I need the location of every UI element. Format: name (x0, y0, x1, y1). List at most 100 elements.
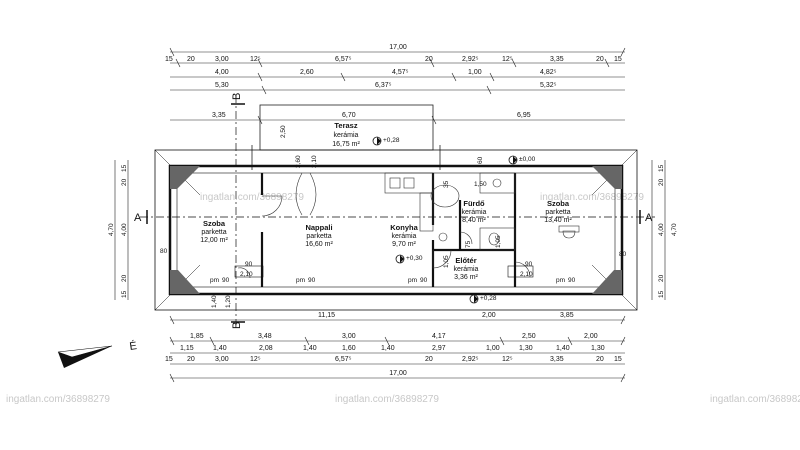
dim-label: 11,15 (318, 312, 335, 319)
dim-label: 15 (121, 290, 128, 298)
door-sills (234, 265, 534, 278)
dim-label: 1,40 (213, 345, 227, 352)
room-floor: kerámia (462, 209, 487, 216)
bottom-row1: 1,40 1,20 11,15 2,00 3,85 (211, 295, 574, 319)
dim-label: 12⁵ (250, 356, 261, 363)
dim-label: 2,08 (259, 345, 273, 352)
dim-label: 1,30 (519, 345, 533, 352)
dim-label: 2,50 (280, 125, 287, 138)
room-name: Konyha (390, 223, 418, 232)
bottom-ticks (169, 315, 626, 383)
dim-label: 15 (614, 56, 622, 63)
north-arrow (57, 345, 113, 368)
tag-text: pm (210, 277, 219, 284)
room-floor: parketta (306, 233, 331, 240)
dim-label: 15 (165, 356, 173, 363)
terrace-row: 3,35 6,70 6,95 (212, 112, 531, 119)
kitchen-counter (384, 172, 448, 242)
watermark: ingatlan.com/36898279 (710, 394, 800, 405)
dim-label: 1,40 (303, 345, 317, 352)
room-floor: kerámia (334, 132, 359, 139)
room-area: 16,60 m² (305, 241, 333, 248)
dim-label: 2,00 (482, 312, 496, 319)
dim-label: 4,00 (121, 223, 128, 236)
tag-text: 90 (420, 277, 428, 284)
room-area: 9,70 m² (392, 241, 416, 248)
dim-label: 3,48 (258, 333, 272, 340)
dim-label: 1,05 (495, 235, 502, 248)
tag-text: 90 (222, 277, 230, 284)
dim-label: 6,70 (342, 112, 356, 119)
dim-label: 20 (425, 356, 433, 363)
dim-label: 20 (121, 178, 128, 186)
dim-label: 5,30 (215, 82, 229, 89)
room-floor: kerámia (454, 266, 479, 273)
dim-label: 2,10 (311, 155, 318, 168)
dim-label: 1,05 (443, 255, 450, 268)
dim-label: 6,37⁵ (375, 82, 392, 89)
dim-label: 3,35 (550, 56, 564, 63)
tag-text: pm (556, 277, 565, 284)
right-side-dims: 15 20 4,00 4,70 20 15 (658, 164, 678, 298)
level-text: ±0,00 (519, 156, 536, 163)
tag-text: 90 (568, 277, 576, 284)
door-swings (237, 172, 531, 279)
section-label-b: B (231, 93, 243, 100)
dim-label: 1,50 (474, 181, 487, 188)
room-area: 3,36 m² (454, 274, 478, 281)
dim-label: 20 (596, 56, 604, 63)
room-name: Fürdő (463, 199, 485, 208)
dim-label: 12⁵ (502, 356, 513, 363)
room-name: Szoba (203, 219, 226, 228)
dim-label: 1,40 (556, 345, 570, 352)
dim-label: 1,30 (591, 345, 605, 352)
dim-label: 20 (187, 56, 195, 63)
room-floor: parketta (545, 209, 570, 216)
dim-label: 80 (619, 251, 627, 258)
dim-label: 1,85 (190, 333, 204, 340)
dim-label: 6,57⁵ (335, 356, 352, 363)
room-szoba-right: Szoba parketta 13,40 m² (544, 199, 572, 224)
dim-label: 2,50 (522, 333, 536, 340)
left-side-dims: 15 20 4,00 4,70 20 15 (108, 164, 128, 298)
dim-label: 1,20 (225, 295, 232, 308)
dim-label: 4,57⁵ (392, 69, 409, 76)
dim-label: 15 (165, 56, 173, 63)
top-dimensions (170, 51, 625, 121)
dim-label: 2,92⁵ (462, 56, 479, 63)
dim-label: 15 (614, 356, 622, 363)
dim-label: 1,15 (180, 345, 194, 352)
dim-label: 80 (160, 248, 168, 255)
dim-label: 6,95 (517, 112, 531, 119)
north-label: É (129, 339, 138, 353)
dim-label: 4,82⁵ (540, 69, 557, 76)
dim-label: 3,00 (215, 356, 229, 363)
room-szoba-left: Szoba parketta 12,00 m² (200, 219, 228, 244)
level-marker: +0,30 (395, 254, 423, 264)
dim-label: 2,60 (300, 69, 314, 76)
dim-label: 5,32⁵ (540, 82, 557, 89)
tag-text: pm (408, 277, 417, 284)
watermark: ingatlan.com/36898279 (200, 192, 304, 203)
inner-dims: 2,60 2,10 60 35 1,50 80 90 1,05 90 1,05 … (160, 155, 627, 278)
dim-label: 2,10 (520, 271, 533, 278)
dim-bottom-total: 17,00 (389, 370, 407, 377)
dim-label: 4,70 (108, 223, 115, 236)
bottom-dimensions (170, 319, 625, 379)
bottom-row2: 1,85 3,48 3,00 4,17 2,50 2,00 (190, 333, 598, 340)
room-floor: kerámia (392, 233, 417, 240)
dim-label: 4,00 (215, 69, 229, 76)
dim-top-total: 17,00 (389, 44, 407, 51)
room-eloter: Előtér kerámia 3,36 m² (454, 256, 479, 281)
dim-label: 3,00 (342, 333, 356, 340)
dim-label: 1,40 (381, 345, 395, 352)
level-marker: +0,28 (372, 136, 400, 146)
top-row3: 5,30 6,37⁵ 5,32⁵ (215, 82, 557, 89)
tag-text: 90 (308, 277, 316, 284)
dim-label: 15 (658, 164, 665, 172)
room-nappali: Nappali parketta 16,60 m² (305, 223, 333, 248)
room-floor: parketta (201, 229, 226, 236)
dim-label: 20 (596, 356, 604, 363)
corner-hatch (170, 166, 622, 294)
